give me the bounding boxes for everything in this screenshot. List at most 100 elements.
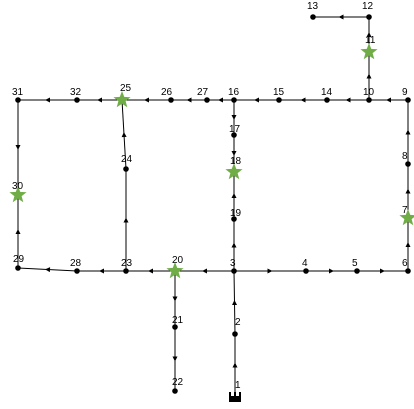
- node-2: [232, 331, 238, 337]
- star-icon: [399, 209, 414, 226]
- node-label: 8: [402, 151, 408, 162]
- node-label: 32: [70, 87, 82, 98]
- flow-arrow-icon: [45, 97, 50, 103]
- star-icon: [166, 262, 184, 279]
- flow-arrow-icon: [231, 151, 237, 156]
- node-label: 1: [235, 380, 241, 391]
- edge-20-21: [172, 271, 178, 327]
- flow-arrow-icon: [123, 217, 129, 223]
- node-label: 6: [402, 258, 408, 269]
- edge-20-23: [126, 268, 175, 274]
- node-label: 2: [235, 317, 241, 328]
- node-15: [276, 97, 282, 103]
- node-26: [168, 97, 174, 103]
- node-28: [74, 268, 80, 274]
- edge-3-4: [234, 268, 306, 274]
- flow-arrow-icon: [45, 267, 51, 273]
- node-16: [231, 97, 237, 103]
- flow-arrow-icon: [15, 145, 21, 150]
- flow-arrow-icon: [231, 115, 237, 120]
- flow-arrow-icon: [300, 97, 306, 103]
- node-label: 19: [230, 208, 242, 219]
- edge-3-20: [175, 268, 234, 274]
- node-label: 27: [197, 87, 209, 98]
- node-6: [405, 268, 411, 274]
- edge-9-10: [369, 97, 408, 103]
- edge-10-14: [327, 97, 369, 103]
- flow-arrow-icon: [232, 362, 238, 368]
- edge-29-30: [15, 195, 21, 268]
- node-label: 16: [228, 87, 240, 98]
- edge-3-19: [231, 219, 237, 271]
- edge-19-18: [231, 172, 237, 219]
- flow-arrow-icon: [405, 188, 411, 194]
- node-label: 13: [307, 1, 319, 12]
- node-label: 15: [273, 87, 285, 98]
- node-label: 3: [230, 258, 236, 269]
- node-label: 22: [172, 377, 184, 388]
- node-label: 9: [402, 87, 408, 98]
- flow-arrow-icon: [380, 268, 385, 274]
- edge-23-24: [123, 169, 129, 271]
- flow-arrow-icon: [121, 132, 127, 138]
- reservoir-icon: [229, 392, 241, 402]
- node-19: [231, 216, 237, 222]
- node-3: [231, 268, 237, 274]
- flow-arrow-icon: [267, 268, 273, 274]
- node-label: 12: [362, 1, 374, 12]
- flow-arrow-icon: [386, 97, 391, 103]
- star-icon: [9, 186, 27, 203]
- flow-arrow-icon: [218, 97, 223, 103]
- node-31: [15, 97, 21, 103]
- edge-15-16: [234, 97, 279, 103]
- flow-arrow-icon: [15, 229, 21, 234]
- flow-arrow-icon: [366, 32, 372, 37]
- node-label: 28: [70, 258, 82, 269]
- edge-32-31: [18, 97, 77, 103]
- node-label: 7: [402, 205, 408, 216]
- edge-1-2: [232, 334, 238, 396]
- flow-arrow-icon: [148, 268, 153, 274]
- star-icon: [113, 91, 131, 108]
- flow-arrow-icon: [405, 242, 411, 247]
- node-17: [231, 132, 237, 138]
- flow-arrow-icon: [231, 193, 237, 198]
- node-22: [172, 388, 178, 394]
- node-label: 4: [302, 258, 308, 269]
- node-label: 10: [363, 87, 375, 98]
- node-label: 18: [230, 156, 242, 167]
- node-label: 20: [172, 255, 184, 266]
- node-5: [354, 268, 360, 274]
- node-27: [204, 97, 210, 103]
- node-32: [74, 97, 80, 103]
- node-21: [172, 324, 178, 330]
- node-12: [366, 14, 372, 20]
- node-29: [15, 265, 21, 271]
- edge-21-22: [172, 327, 178, 391]
- node-23: [123, 268, 129, 274]
- node-9: [405, 97, 411, 103]
- edges-layer: [15, 14, 411, 396]
- edge-8-9: [405, 100, 411, 164]
- edge-14-15: [279, 97, 327, 103]
- star-icon: [225, 163, 243, 180]
- node-24: [123, 166, 129, 172]
- edge-2-3: [232, 270, 238, 335]
- edge-6-7: [405, 218, 411, 271]
- node-label: 30: [12, 181, 24, 192]
- edge-25-32: [77, 97, 122, 103]
- node-label: 24: [121, 154, 133, 165]
- flow-arrow-icon: [172, 356, 178, 362]
- flow-arrow-icon: [144, 97, 149, 103]
- node-label: 23: [121, 258, 133, 269]
- flow-arrow-icon: [186, 97, 192, 103]
- flow-arrow-icon: [405, 129, 411, 135]
- flow-arrow-icon: [254, 97, 259, 103]
- node-13: [310, 14, 316, 20]
- node-label: 29: [13, 254, 25, 265]
- flow-arrow-icon: [232, 300, 238, 306]
- flow-arrow-icon: [231, 242, 237, 248]
- flow-arrow-icon: [97, 97, 102, 103]
